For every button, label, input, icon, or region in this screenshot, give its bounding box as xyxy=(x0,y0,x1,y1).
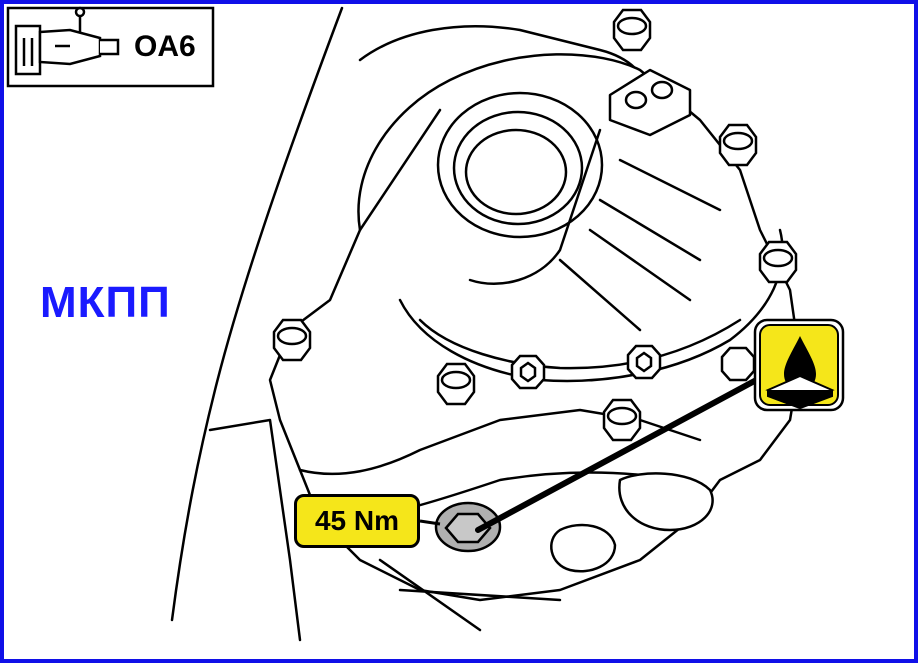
flange-rim-inner xyxy=(418,318,742,370)
torque-leader xyxy=(419,519,441,526)
bolt xyxy=(626,344,662,380)
output-bore-inner xyxy=(464,128,568,216)
housing-left-edge xyxy=(208,418,302,642)
bolt xyxy=(758,240,798,284)
bolt xyxy=(612,8,652,52)
boss-lower xyxy=(550,523,617,573)
lower-case xyxy=(298,408,702,476)
bolt xyxy=(602,398,642,442)
output-bore-outer xyxy=(436,91,604,239)
oil-drop-icon xyxy=(753,318,845,412)
drain-plug xyxy=(434,501,502,553)
housing-body xyxy=(268,53,802,602)
pan-edge xyxy=(378,558,562,632)
rib-3 xyxy=(618,158,722,212)
boss-right xyxy=(618,472,714,532)
bracket-hole-2 xyxy=(650,80,674,100)
output-bore-mid xyxy=(452,110,584,226)
rib-2 xyxy=(588,228,692,302)
callout-leader xyxy=(475,375,763,533)
housing-outer-edge xyxy=(170,6,344,622)
rib-4 xyxy=(558,258,642,332)
torque-value: 45 Nm xyxy=(314,505,400,536)
torque-callout: 45 Nm xyxy=(294,494,420,548)
transmission-type-label: МКПП xyxy=(40,278,171,327)
bore-tube xyxy=(358,108,602,285)
gearbox-icon xyxy=(14,6,120,76)
bolt xyxy=(272,318,312,362)
transmission-code: OA6 xyxy=(134,30,196,63)
flange-rim xyxy=(398,228,784,383)
bolt xyxy=(510,354,546,390)
bolt xyxy=(436,362,476,406)
bolt xyxy=(718,123,758,167)
bolt xyxy=(720,346,756,382)
rib-1 xyxy=(598,198,702,262)
transmission-badge xyxy=(6,6,215,88)
bracket-hole-1 xyxy=(624,90,648,110)
